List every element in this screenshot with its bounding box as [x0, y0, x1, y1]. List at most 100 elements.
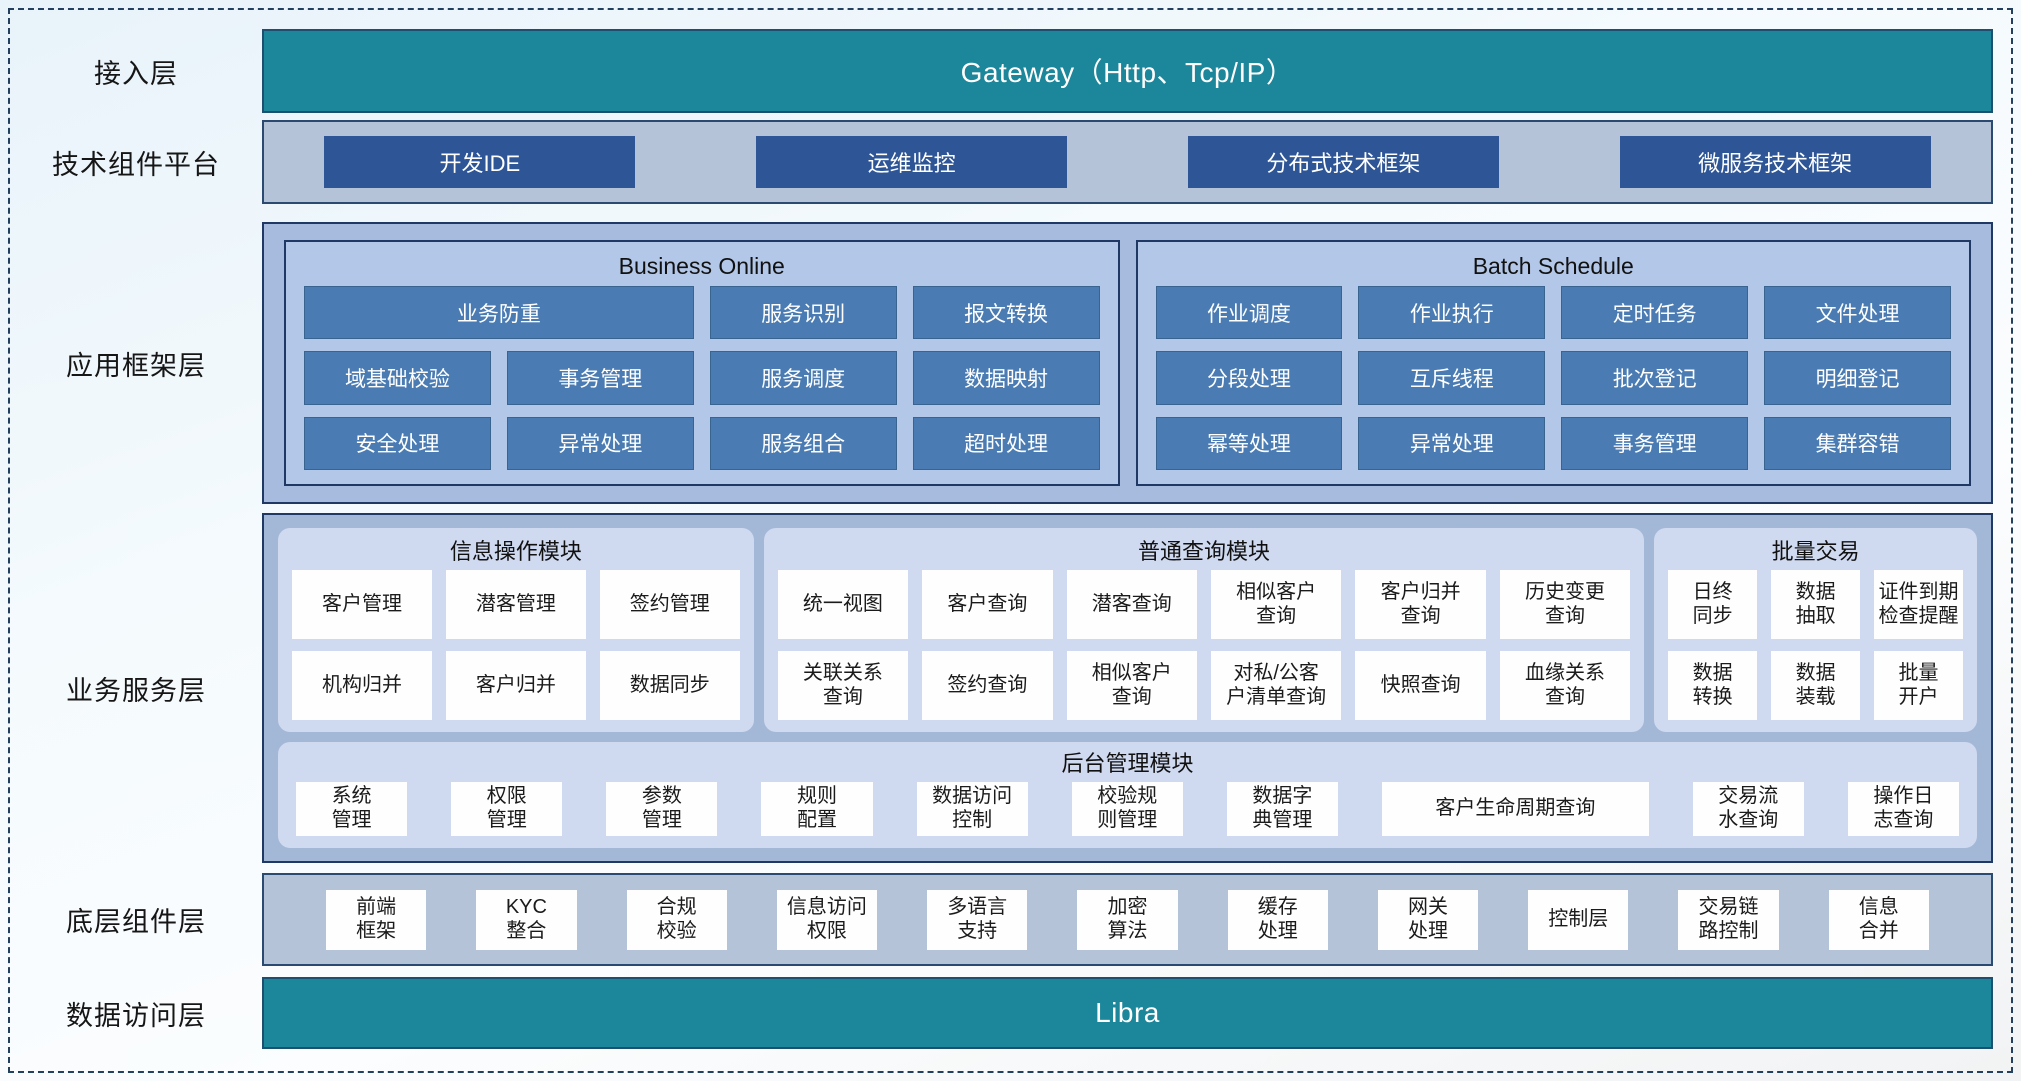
admin-module-item: 权限 管理	[451, 782, 563, 836]
base-component-item: 网关 处理	[1377, 889, 1479, 950]
admin-module-item: 客户生命周期查询	[1381, 782, 1649, 836]
common-query-item: 客户查询	[922, 570, 1053, 639]
common-query-item: 潜客查询	[1066, 570, 1197, 639]
business-online-item: 异常处理	[506, 416, 694, 470]
batch-trade-grid: 日终 同步数据 抽取证件到期 检查提醒数据 转换数据 装载批量 开户	[1668, 570, 1963, 720]
common-query-item: 历史变更 查询	[1499, 570, 1631, 639]
common-query-item: 相似客户 查询	[1066, 651, 1197, 720]
batch-schedule-item: 作业执行	[1358, 286, 1546, 340]
gutter-tech: 技术组件平台	[10, 120, 262, 204]
batch-trade-item: 数据 抽取	[1771, 570, 1861, 639]
base-component-item: KYC 整合	[476, 889, 577, 950]
info-operation-item: 机构归并	[292, 651, 432, 720]
business-online-item: 域基础校验	[304, 351, 491, 405]
business-online-item: 数据映射	[912, 351, 1100, 405]
gutter-base: 底层组件层	[10, 873, 262, 966]
gutter-access: 接入层	[10, 29, 262, 113]
business-online-item: 安全处理	[304, 416, 491, 470]
admin-module-list: 系统 管理权限 管理参数 管理规则 配置数据访问 控制校验规 则管理数据字 典管…	[296, 782, 1959, 836]
business-online-item: 业务防重	[304, 286, 694, 340]
layer-label-data-access: 数据访问层	[66, 1000, 206, 1031]
common-query-item: 快照查询	[1355, 651, 1486, 720]
business-online-item: 事务管理	[506, 351, 694, 405]
business-online-item: 服务调度	[709, 351, 897, 405]
common-query-module-title: 普通查询模块	[1137, 539, 1270, 564]
batch-schedule-grid: 作业调度作业执行定时任务文件处理分段处理互斥线程批次登记明细登记幂等处理异常处理…	[1155, 286, 1951, 470]
batch-trade-item: 数据 装载	[1771, 651, 1861, 720]
admin-module-item: 系统 管理	[296, 782, 408, 836]
common-query-module-panel: 普通查询模块 统一视图客户查询潜客查询相似客户 查询客户归并 查询历史变更 查询…	[763, 528, 1645, 732]
gutter-biz: 业务服务层	[10, 513, 262, 863]
admin-module-item: 校验规 则管理	[1071, 782, 1183, 836]
batch-schedule-item: 事务管理	[1561, 416, 1749, 470]
layer-label-tech-platform: 技术组件平台	[52, 149, 220, 180]
app-content: Business Online 业务防重服务识别报文转换域基础校验事务管理服务调…	[262, 222, 1993, 504]
admin-module-item: 交易流 水查询	[1692, 782, 1804, 836]
base-component-item: 信息访问 权限	[776, 889, 878, 950]
info-operation-item: 客户管理	[292, 570, 432, 639]
common-query-item: 对私/公客 户清单查询	[1210, 651, 1342, 720]
layer-label-base-components: 底层组件层	[66, 907, 206, 937]
common-query-grid: 统一视图客户查询潜客查询相似客户 查询客户归并 查询历史变更 查询关联关系 查询…	[777, 570, 1631, 720]
batch-schedule-item: 分段处理	[1155, 351, 1343, 405]
tech-platform-item: 运维监控	[756, 136, 1068, 188]
common-query-item: 关联关系 查询	[777, 651, 909, 720]
gutter-data: 数据访问层	[10, 977, 262, 1049]
batch-schedule-item: 文件处理	[1764, 286, 1951, 340]
business-online-item: 服务识别	[709, 286, 897, 340]
info-operation-module-title: 信息操作模块	[449, 539, 582, 564]
layer-label-business-service: 业务服务层	[66, 675, 206, 706]
admin-module-title: 后台管理模块	[1061, 751, 1194, 776]
batch-trade-module-title: 批量交易	[1771, 539, 1860, 564]
info-operation-item: 签约管理	[599, 570, 740, 639]
batch-schedule-item: 异常处理	[1358, 416, 1546, 470]
admin-module-item: 规则 配置	[761, 782, 873, 836]
data-access-content: Libra	[262, 977, 1993, 1049]
batch-schedule-item: 批次登记	[1561, 351, 1749, 405]
tech-platform-item: 开发IDE	[324, 136, 636, 188]
business-online-title: Business Online	[618, 252, 785, 279]
gateway-bar: Gateway（Http、Tcp/IP）	[262, 29, 1993, 113]
layer-label-app-framework: 应用框架层	[66, 350, 206, 381]
batch-trade-module-panel: 批量交易 日终 同步数据 抽取证件到期 检查提醒数据 转换数据 装载批量 开户	[1654, 528, 1977, 732]
common-query-item: 血缘关系 查询	[1499, 651, 1631, 720]
gutter-app: 应用框架层	[10, 222, 262, 504]
base-component-item: 加密 算法	[1077, 889, 1178, 950]
biz-content: 信息操作模块 客户管理潜客管理签约管理机构归并客户归并数据同步 普通查询模块 统…	[262, 513, 1993, 863]
tech-content: 开发IDE 运维监控 分布式技术框架 微服务技术框架	[262, 120, 1993, 204]
base-component-item: 交易链 路控制	[1678, 889, 1779, 950]
business-online-item: 超时处理	[912, 416, 1100, 470]
batch-schedule-item: 定时任务	[1561, 286, 1749, 340]
row-business-service: 业务服务层 信息操作模块 客户管理潜客管理签约管理机构归并客户归并数据同步 普通…	[10, 513, 2011, 863]
base-component-item: 前端 框架	[326, 889, 427, 950]
common-query-item: 相似客户 查询	[1210, 570, 1342, 639]
batch-trade-item: 日终 同步	[1668, 570, 1758, 639]
batch-trade-item: 数据 转换	[1668, 651, 1758, 720]
admin-module-item: 数据字 典管理	[1226, 782, 1338, 836]
info-operation-item: 数据同步	[599, 651, 740, 720]
row-access-layer: 接入层 Gateway（Http、Tcp/IP）	[10, 29, 2011, 113]
tech-platform-item: 分布式技术框架	[1187, 136, 1499, 188]
common-query-item: 统一视图	[777, 570, 909, 639]
common-query-item: 签约查询	[922, 651, 1053, 720]
libra-bar: Libra	[262, 977, 1993, 1049]
row-app-framework: 应用框架层 Business Online 业务防重服务识别报文转换域基础校验事…	[10, 222, 2011, 504]
batch-schedule-item: 互斥线程	[1358, 351, 1546, 405]
base-component-item: 控制层	[1528, 889, 1629, 950]
tech-platform-item: 微服务技术框架	[1619, 136, 1931, 188]
batch-schedule-item: 作业调度	[1155, 286, 1343, 340]
common-query-item: 客户归并 查询	[1355, 570, 1486, 639]
info-operation-module-panel: 信息操作模块 客户管理潜客管理签约管理机构归并客户归并数据同步	[278, 528, 754, 732]
base-component-item: 缓存 处理	[1227, 889, 1328, 950]
info-operation-item: 潜客管理	[445, 570, 586, 639]
base-component-item: 合规 校验	[626, 889, 727, 950]
admin-module-item: 数据访问 控制	[916, 782, 1028, 836]
business-service-top-row: 信息操作模块 客户管理潜客管理签约管理机构归并客户归并数据同步 普通查询模块 统…	[278, 528, 1977, 732]
business-service-band: 信息操作模块 客户管理潜客管理签约管理机构归并客户归并数据同步 普通查询模块 统…	[262, 513, 1993, 863]
business-online-item: 服务组合	[709, 416, 897, 470]
admin-module-panel: 后台管理模块 系统 管理权限 管理参数 管理规则 配置数据访问 控制校验规 则管…	[278, 742, 1977, 848]
tech-platform-band: 开发IDE 运维监控 分布式技术框架 微服务技术框架	[262, 120, 1993, 204]
